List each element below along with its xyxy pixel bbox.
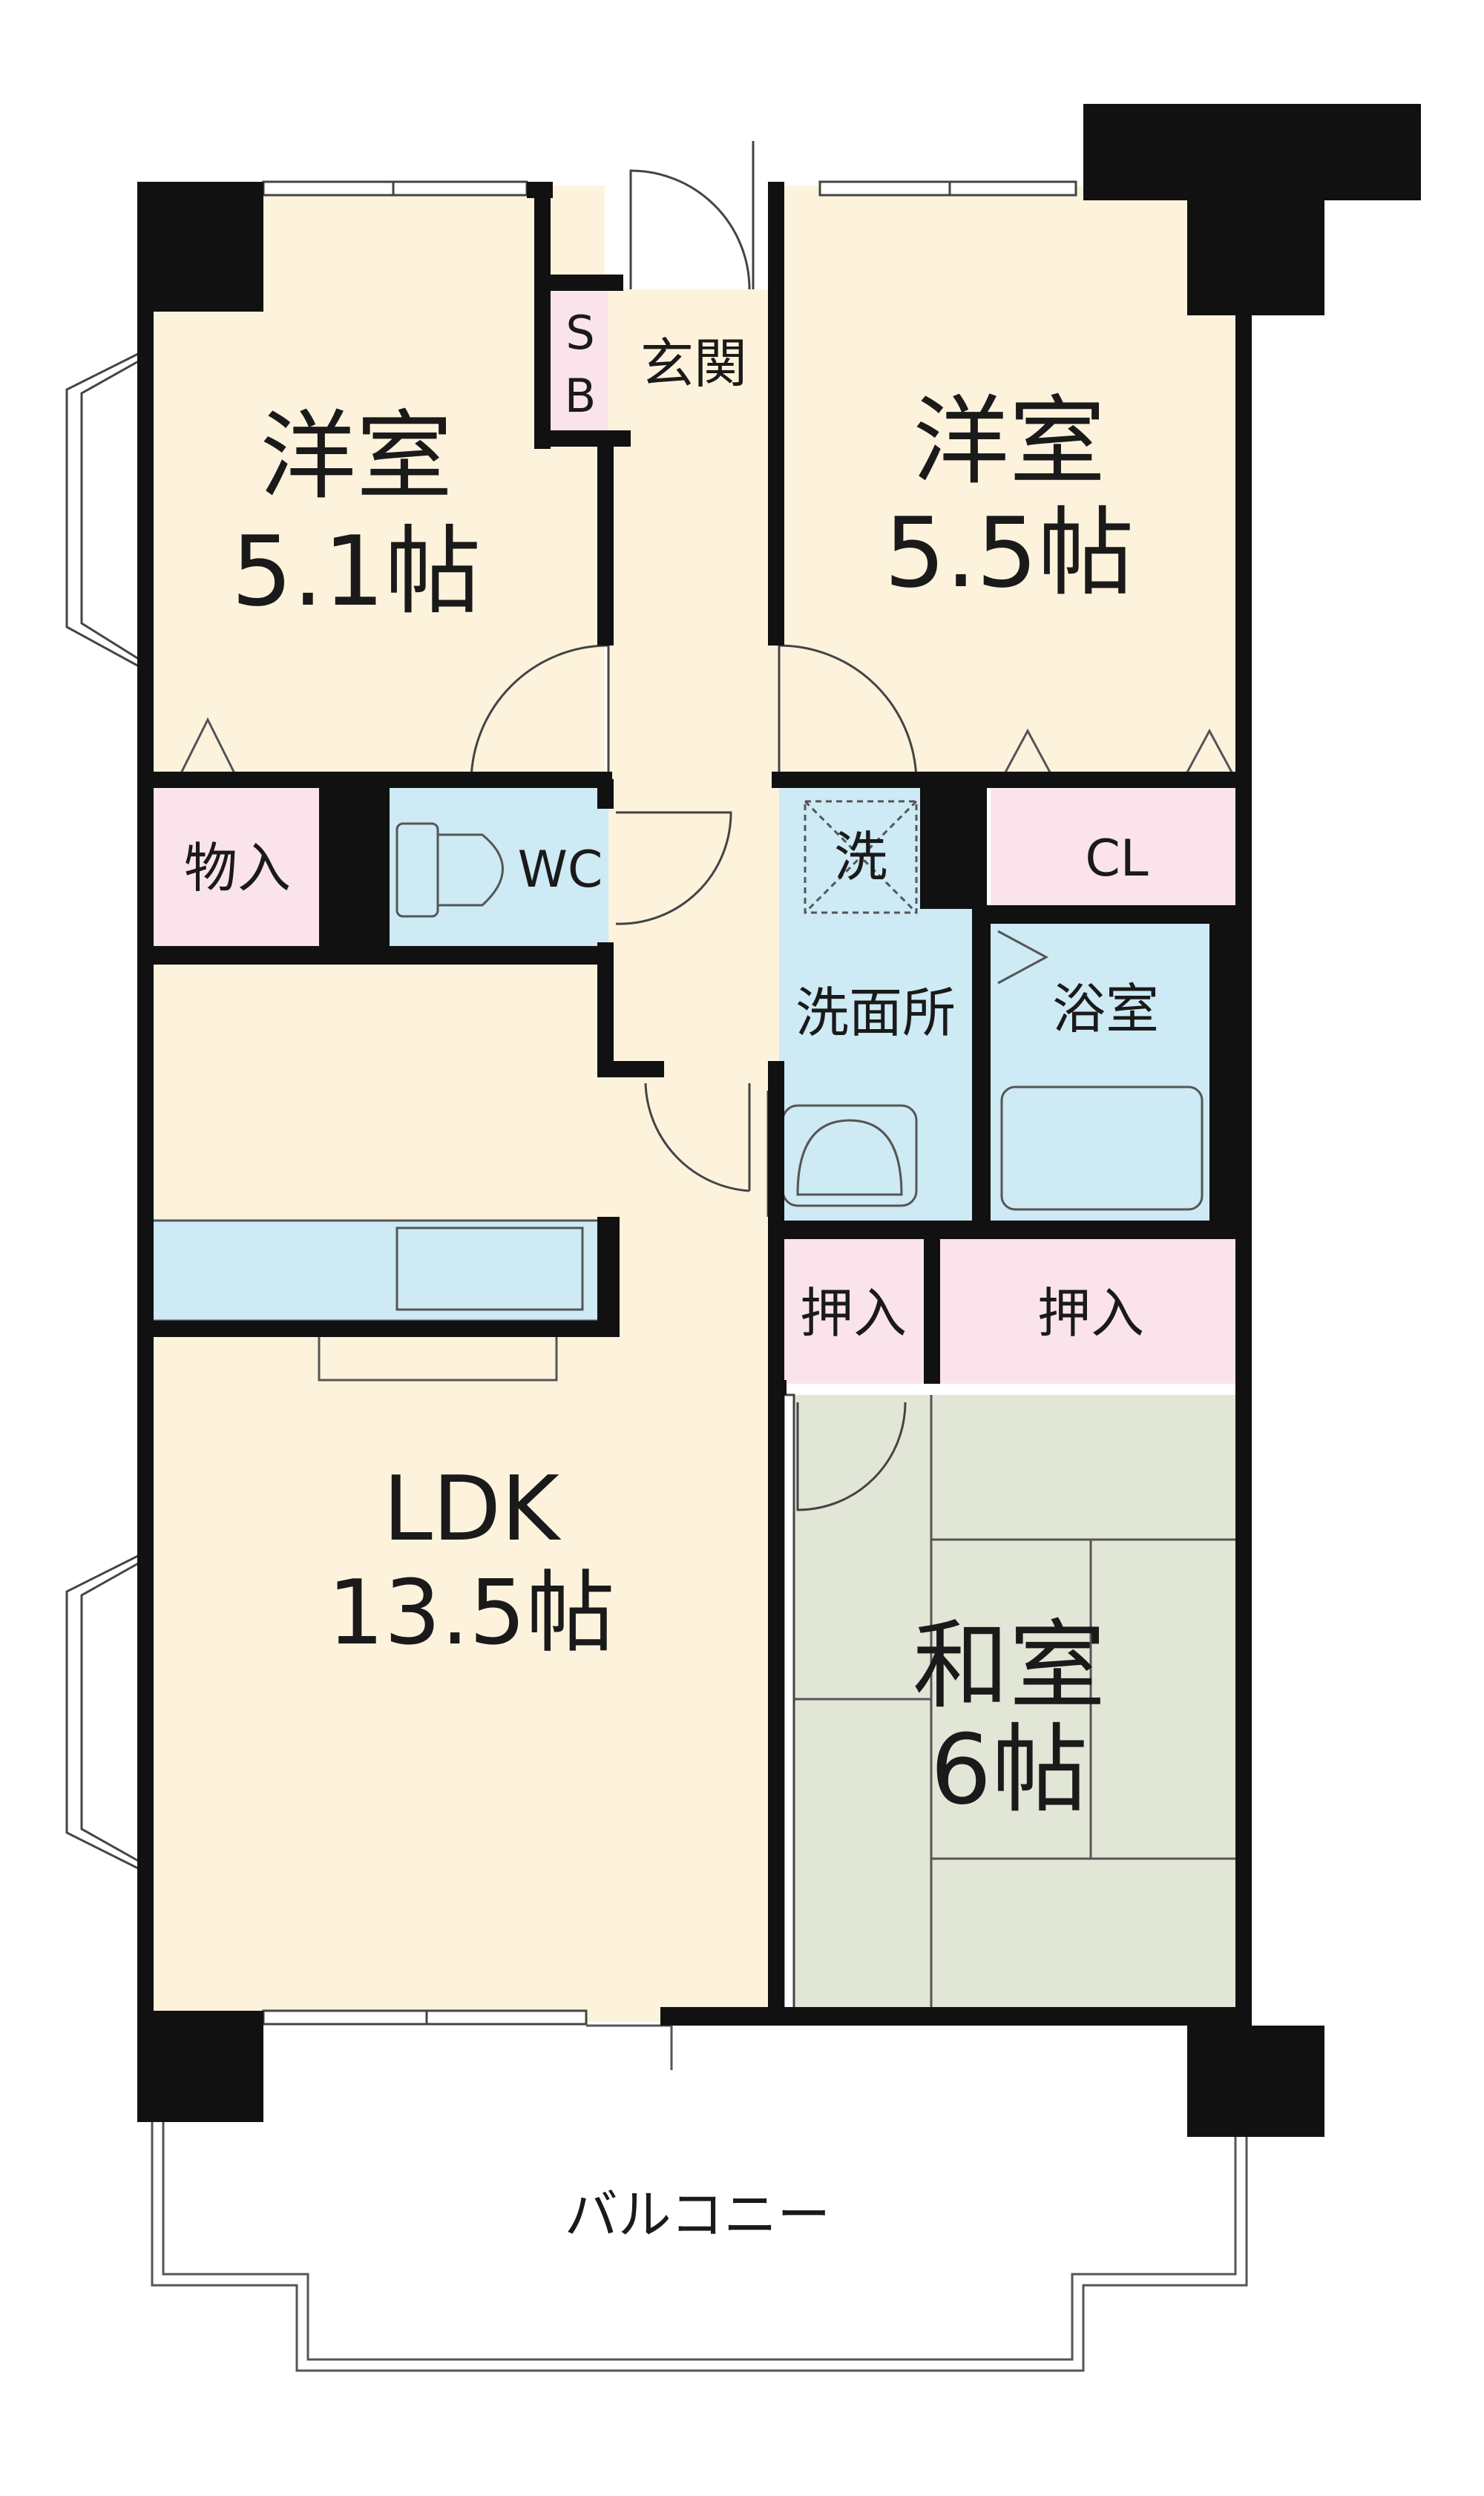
room-name-ldk: LDK [383, 1458, 562, 1561]
wall-hall-left [597, 430, 614, 646]
kitchen-bar [318, 1332, 558, 1382]
label-entrance: 玄関 [640, 332, 747, 395]
wall-right-room-left [768, 182, 784, 646]
room-name-western-left: 洋室 [260, 400, 453, 513]
wall-entrance-top [534, 275, 623, 291]
washer-pan [804, 800, 918, 914]
toilet-bowl [436, 833, 504, 907]
kitchen-sink [395, 1226, 584, 1311]
wall-column-br [1187, 2026, 1324, 2137]
wall-bottom-mid [660, 2007, 1239, 2026]
wall-bath-right [1209, 905, 1250, 1224]
wall-column-tl [137, 182, 263, 312]
wall-sb-left [534, 182, 551, 449]
label-oshiire-small: 押入 [800, 1282, 907, 1344]
wall-mid-hz-right [772, 772, 1250, 788]
label-washer: 洗 [834, 826, 887, 888]
room-size-western-right: 5.5帖 [884, 496, 1135, 609]
wall-oshiire-bottom [772, 1380, 787, 1395]
label-closet: CL [1085, 830, 1148, 888]
wall-hall-lower [597, 942, 614, 1076]
wall-washer-right [920, 786, 987, 909]
wall-entrance-bottom [534, 430, 631, 447]
fixtures [177, 717, 1237, 1211]
toilet-tank [395, 822, 439, 918]
wall-closet-bottom [987, 905, 1250, 924]
label-wc: WC [518, 841, 603, 899]
room-name-western-right: 洋室 [913, 385, 1106, 498]
bathtub [1000, 1086, 1204, 1211]
wall-column-bl [137, 2011, 263, 2122]
room-size-japanese: 6帖 [930, 1713, 1089, 1826]
wall-kitchen-right [597, 1217, 620, 1336]
wall-hall-right-lower [768, 1061, 784, 2018]
wall-wash-bottom [772, 1221, 1250, 1239]
door-swings [470, 141, 918, 1511]
labels: 洋室 5.1帖 洋室 5.5帖 LDK 13.5帖 和室 6帖 S B 玄関 物… [184, 306, 1159, 2246]
room-name-japanese: 和室 [913, 1609, 1106, 1722]
room-size-western-left: 5.1帖 [232, 515, 482, 628]
tatami-lines [779, 1395, 1239, 2007]
floor-japanese [779, 1395, 1239, 2011]
room-size-ldk: 13.5帖 [327, 1562, 614, 1665]
wall-kitchen-bottom [137, 1321, 620, 1337]
label-bathroom: 浴室 [1052, 978, 1159, 1040]
floor-closet [991, 786, 1239, 905]
wall-storage-right [319, 772, 390, 957]
floor-ldk [152, 965, 779, 2022]
wall-hall-lower-hz [597, 1061, 664, 1077]
wall-left [137, 182, 154, 2081]
label-storage: 物入 [184, 837, 291, 899]
wall-oshiire-mid [924, 1239, 940, 1384]
floors [151, 185, 1239, 2022]
wall-wc-bottom [137, 946, 612, 965]
label-washroom: 洗面所 [795, 982, 956, 1044]
floor-shoebox [549, 289, 608, 430]
floor-western-right [779, 185, 1239, 779]
floor-storage [152, 786, 323, 950]
floor-oshiire-large [939, 1239, 1239, 1384]
label-oshiire-large: 押入 [1037, 1282, 1144, 1344]
wall-column-tr2 [1187, 104, 1324, 315]
label-balcony: バルコニー [565, 2184, 831, 2246]
floor-oshiire-small [779, 1239, 928, 1384]
label-shoebox-b: B [565, 369, 597, 423]
wall-wash-bath [972, 909, 991, 1224]
floor-entrance [608, 289, 779, 430]
walls [137, 104, 1421, 2137]
label-shoebox-s: S [565, 306, 594, 360]
